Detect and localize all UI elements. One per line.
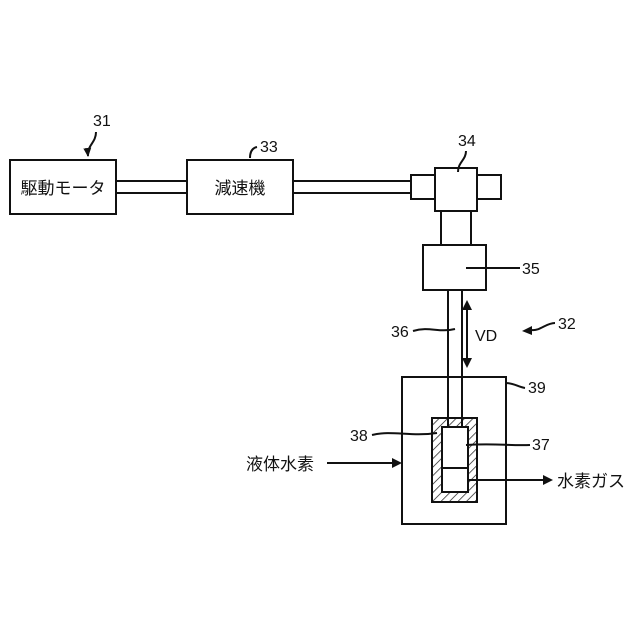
ref-35: 35 [522,261,540,278]
motion-label: VD [475,328,497,345]
ref-39-leader [506,383,525,388]
rod-inside-tank-fill [449,378,461,418]
reducer-label: 減速機 [215,179,266,199]
cylinder-bore [442,427,468,492]
ref-33-leader [250,147,257,158]
ref-37: 37 [532,437,550,454]
motion-arrow-down-head [462,358,472,368]
ref-33: 33 [260,139,278,156]
ref-32-leader [532,323,555,330]
joint-right-stub [477,175,501,199]
ref-34: 34 [458,133,476,150]
hydrogen-gas-arrowhead [543,475,553,485]
liquid-hydrogen-label: 液体水素 [246,455,314,475]
ref-38-leader [372,433,437,435]
ref-36-leader [413,329,455,331]
joint-neck [441,211,471,245]
hydrogen-gas-label: 水素ガス [557,472,625,492]
ref-36: 36 [391,324,409,341]
ref-32-arrowhead [522,326,532,335]
ref-39: 39 [528,380,546,397]
drive-motor-label: 駆動モータ [21,179,106,199]
joint-left-stub [411,175,435,199]
ref-31: 31 [93,113,111,130]
ref-31-leader [88,132,96,156]
joint-box [435,168,477,211]
ref-37-leader [466,444,530,445]
ref-32: 32 [558,316,576,333]
liquid-hydrogen-arrowhead [392,458,402,468]
ref-38: 38 [350,428,368,445]
motion-arrow-up-head [462,300,472,310]
